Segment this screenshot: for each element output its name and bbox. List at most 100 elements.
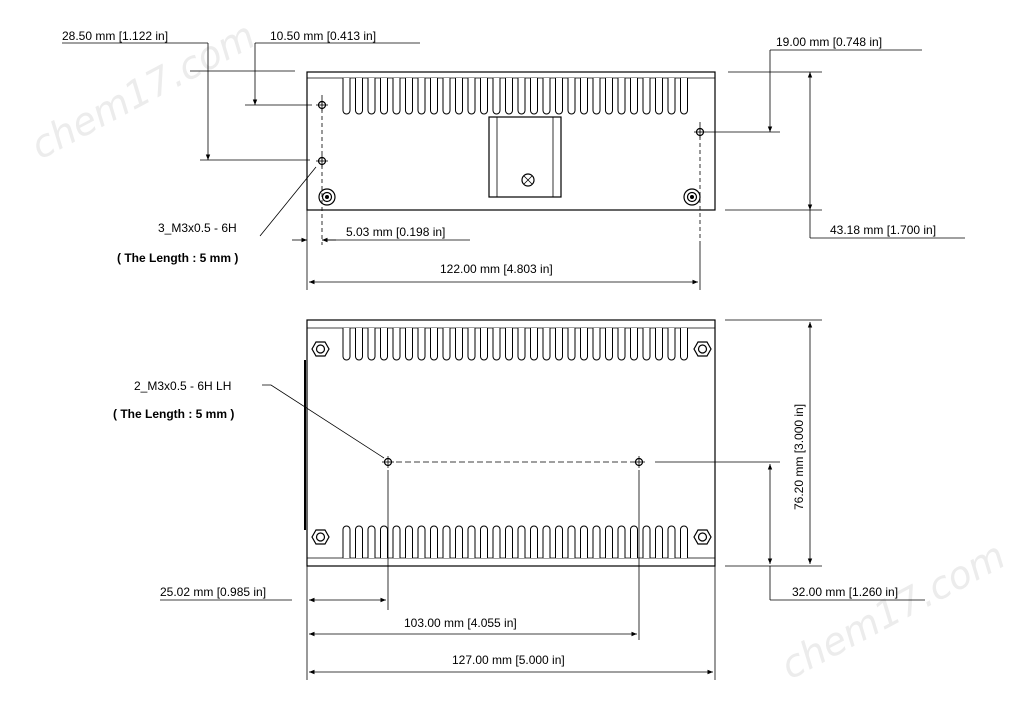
heatsink-fin — [480, 525, 488, 558]
heatsink-fin — [455, 525, 463, 558]
heatsink-fin — [542, 328, 551, 361]
heatsink-fin — [555, 525, 563, 558]
heatsink-fin — [617, 525, 626, 558]
heatsink-fin — [442, 328, 451, 361]
heatsink-fin — [517, 78, 526, 115]
heatsink-fin — [417, 78, 426, 115]
dim-5-03: 5.03 mm [0.198 in] — [346, 225, 445, 239]
heatsink-fin — [555, 78, 563, 115]
heatsink-fin — [580, 328, 588, 361]
heatsink-fin — [392, 525, 401, 558]
heatsink-fin — [655, 328, 663, 361]
dim-32-00: 32.00 mm [1.260 in] — [792, 585, 898, 599]
heatsink-fin — [455, 328, 463, 361]
bottom-view: 2_M3x0.5 - 6H LH ( The Length : 5 mm ) 7… — [113, 319, 925, 680]
corner-nut — [311, 529, 330, 545]
heatsink-fin — [492, 525, 501, 558]
heatsink-fin — [605, 525, 613, 558]
dim-76-20: 76.20 mm [3.000 in] — [792, 404, 806, 510]
bottom-hole — [382, 456, 394, 468]
heatsink-fin — [505, 78, 513, 115]
heatsink-fin — [380, 525, 388, 558]
length-note: ( The Length : 5 mm ) — [117, 251, 238, 265]
dim-103-00: 103.00 mm [4.055 in] — [404, 616, 517, 630]
heatsink-fin — [667, 525, 676, 558]
heatsink-fin — [567, 525, 576, 558]
heatsink-fin — [430, 78, 438, 115]
heatsink-fin — [442, 78, 451, 115]
heatsink-fin — [417, 525, 426, 558]
heatsink-fin — [605, 328, 613, 361]
heatsink-fin — [630, 328, 638, 361]
heatsink-fin — [630, 78, 638, 115]
heatsink-fin — [430, 328, 438, 361]
heatsink-fin — [380, 78, 388, 115]
heatsink-fin — [630, 525, 638, 558]
bottom-body-outline — [306, 319, 716, 567]
top-view: 28.50 mm [1.122 in] 10.50 mm [0.413 in] … — [62, 29, 965, 290]
heatsink-fin — [480, 78, 488, 115]
heatsink-fin — [617, 78, 626, 115]
heatsink-fin — [355, 328, 363, 361]
dim-122-00: 122.00 mm [4.803 in] — [440, 262, 553, 276]
dim-127-00: 127.00 mm [5.000 in] — [452, 653, 565, 667]
heatsink-fin — [642, 525, 651, 558]
heatsink-fin — [405, 525, 413, 558]
heatsink-fin — [467, 328, 476, 361]
heatsink-fin — [467, 78, 476, 115]
heatsink-fin — [655, 525, 663, 558]
heatsink-fin — [355, 525, 363, 558]
top-heatsink-fins — [342, 78, 688, 115]
heatsink-fin — [480, 328, 488, 361]
hole-callout: 3_M3x0.5 - 6H — [158, 221, 237, 235]
heatsink-fin — [367, 328, 376, 361]
heatsink-fin — [542, 525, 551, 558]
screw-terminal — [318, 188, 336, 206]
heatsink-fin — [617, 328, 626, 361]
heatsink-fin — [680, 78, 688, 115]
heatsink-fin — [592, 78, 601, 115]
heatsink-fin — [405, 78, 413, 115]
heatsink-fin — [505, 328, 513, 361]
heatsink-fin — [405, 328, 413, 361]
heatsink-fin — [530, 525, 538, 558]
heatsink-fin — [680, 525, 688, 558]
heatsink-fin — [517, 328, 526, 361]
heatsink-fin — [492, 78, 501, 115]
heatsink-fin — [667, 78, 676, 115]
heatsink-fin — [517, 525, 526, 558]
screw-terminal — [683, 188, 701, 206]
heatsink-fin — [642, 328, 651, 361]
bottom-hole — [633, 456, 645, 468]
heatsink-fin — [367, 525, 376, 558]
dim-19-00: 19.00 mm [0.748 in] — [776, 35, 882, 49]
heatsink-fin — [555, 328, 563, 361]
heatsink-fin — [355, 78, 363, 115]
heatsink-fin — [580, 525, 588, 558]
heatsink-fin — [367, 78, 376, 115]
top-body-outline — [306, 71, 716, 211]
heatsink-fin — [542, 78, 551, 115]
heatsink-fin — [380, 328, 388, 361]
heatsink-fin — [467, 525, 476, 558]
heatsink-fin — [580, 78, 588, 115]
heatsink-fin — [342, 78, 351, 115]
heatsink-fin — [642, 78, 651, 115]
clamp-bracket — [488, 116, 562, 198]
dim-43-18: 43.18 mm [1.700 in] — [830, 223, 936, 237]
heatsink-fin — [592, 328, 601, 361]
heatsink-fin — [392, 78, 401, 115]
heatsink-fin — [680, 328, 688, 361]
heatsink-fin — [605, 78, 613, 115]
heatsink-fin — [492, 328, 501, 361]
dim-25-02: 25.02 mm [0.985 in] — [160, 585, 266, 599]
heatsink-fin — [417, 328, 426, 361]
heatsink-fin — [530, 328, 538, 361]
bottom-heatsink-fins-upper — [342, 328, 688, 361]
heatsink-fin — [505, 525, 513, 558]
dim-28-50: 28.50 mm [1.122 in] — [62, 29, 168, 43]
dim-10-50: 10.50 mm [0.413 in] — [270, 29, 376, 43]
heatsink-fin — [530, 78, 538, 115]
heatsink-fin — [392, 328, 401, 361]
